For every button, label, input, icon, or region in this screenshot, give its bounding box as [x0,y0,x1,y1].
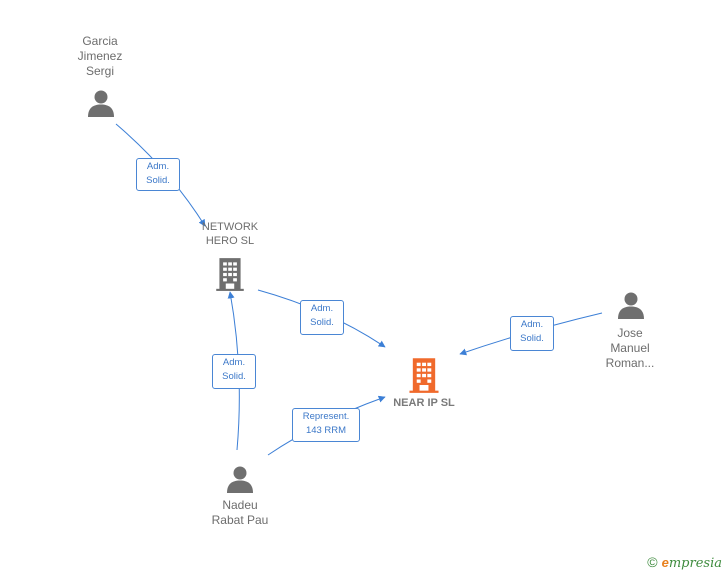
focus-building-icon[interactable] [409,358,439,393]
edge-label-nadeu-network[interactable]: Adm. Solid. [212,354,256,389]
person-icon[interactable] [88,90,114,118]
footer-brand: ©empresia [647,554,722,571]
edge-label-network-near[interactable]: Adm. Solid. [300,300,344,335]
building-icon[interactable] [216,258,244,291]
edge-label-jose-near[interactable]: Adm. Solid. [510,316,554,351]
node-label-network[interactable]: NETWORK HERO SL [201,221,259,247]
node-label-nadeu[interactable]: Nadeu Rabat Pau [211,498,269,527]
edge-label-garcia-network[interactable]: Adm. Solid. [136,158,180,191]
edge-label-nadeu-near[interactable]: Represent. 143 RRM [292,408,360,442]
node-label-jose[interactable]: Jose Manuel Roman... [605,326,655,370]
brand-logo-text: mpresia [668,556,722,571]
person-icon[interactable] [227,466,253,494]
node-label-garcia[interactable]: Garcia Jimenez Sergi [77,34,123,78]
person-icon[interactable] [618,292,644,320]
node-label-near[interactable]: NEAR IP SL [393,397,455,409]
copyright-icon: © [647,554,658,570]
brand-logo-letter: e [661,555,669,570]
